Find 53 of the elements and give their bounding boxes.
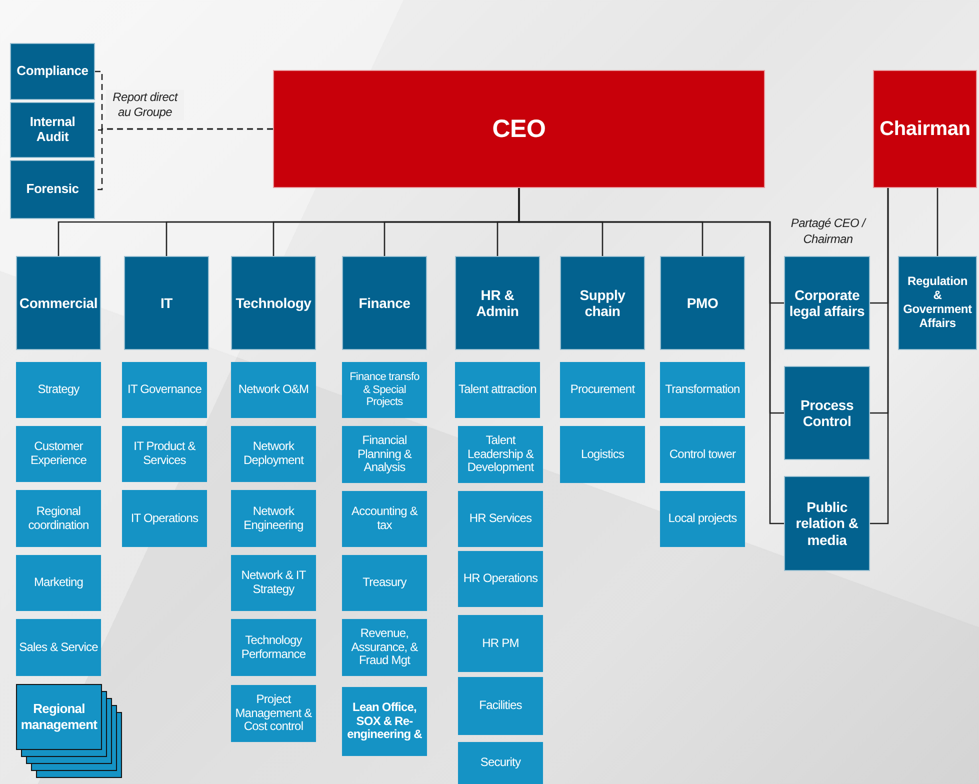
unit-box: Procurement <box>560 362 645 418</box>
unit-box: IT Governance <box>122 362 207 418</box>
unit-box: Logistics <box>560 426 645 483</box>
edge-label: Report direct au Groupe <box>106 90 184 120</box>
unit-box: Transformation <box>660 362 745 418</box>
unit-box: Accounting & tax <box>342 491 427 547</box>
unit-box: Control tower <box>660 426 745 483</box>
executive-box: CEO <box>273 70 765 188</box>
unit-box: Marketing <box>16 555 101 611</box>
department-box: Supply chain <box>560 256 645 350</box>
unit-box: Security <box>458 742 543 784</box>
unit-box: Network & IT Strategy <box>231 555 316 611</box>
unit-box: Talent Leadership & Development <box>458 426 543 483</box>
department-box: Technology <box>231 256 316 350</box>
department-box: PMO <box>660 256 745 350</box>
department-box: Regulation & Government Affairs <box>898 256 977 350</box>
unit-box: Facilities <box>458 677 543 735</box>
unit-box: Revenue, Assurance, & Fraud Mgt <box>342 619 427 676</box>
department-box: Internal Audit <box>10 102 95 158</box>
unit-box: HR Operations <box>458 551 543 607</box>
unit-box: Customer Experience <box>16 426 101 482</box>
department-box: Public relation & media <box>784 476 870 571</box>
connector-line <box>870 188 889 524</box>
unit-box: IT Product & Services <box>122 426 207 482</box>
note-text: Partagé CEO / Chairman <box>790 216 868 248</box>
executive-box: Chairman <box>873 70 977 188</box>
department-box: Forensic <box>10 160 95 219</box>
department-box: IT <box>124 256 209 350</box>
unit-box: Strategy <box>16 362 101 418</box>
unit-box: Lean Office, SOX & Re-engineering & <box>342 687 427 756</box>
department-box: HR & Admin <box>455 256 540 350</box>
department-box: Commercial <box>16 256 101 350</box>
unit-box: Financial Planning & Analysis <box>342 426 427 483</box>
unit-box: Regional coordination <box>16 490 101 547</box>
department-box: Corporate legal affairs <box>784 256 870 350</box>
unit-box: Sales & Service <box>16 619 101 676</box>
unit-box: Treasury <box>342 555 427 611</box>
connector-line <box>936 188 938 256</box>
unit-box: Project Management & Cost control <box>231 685 316 742</box>
department-box: Finance <box>342 256 427 350</box>
connector-line <box>95 128 273 190</box>
unit-box: Network Engineering <box>231 490 316 547</box>
unit-box: Technology Performance <box>231 619 316 676</box>
department-box: Process Control <box>784 366 870 460</box>
unit-box: Network O&M <box>231 362 316 418</box>
unit-box: IT Operations <box>122 490 207 547</box>
unit-box: HR PM <box>458 615 543 672</box>
unit-box: Local projects <box>660 491 745 547</box>
unit-box: Network Deployment <box>231 426 316 482</box>
unit-box: HR Services <box>458 491 543 547</box>
unit-box: Talent attraction <box>455 362 540 418</box>
department-box: Compliance <box>10 43 95 100</box>
unit-box: Finance transfo & Special Projects <box>342 362 427 418</box>
